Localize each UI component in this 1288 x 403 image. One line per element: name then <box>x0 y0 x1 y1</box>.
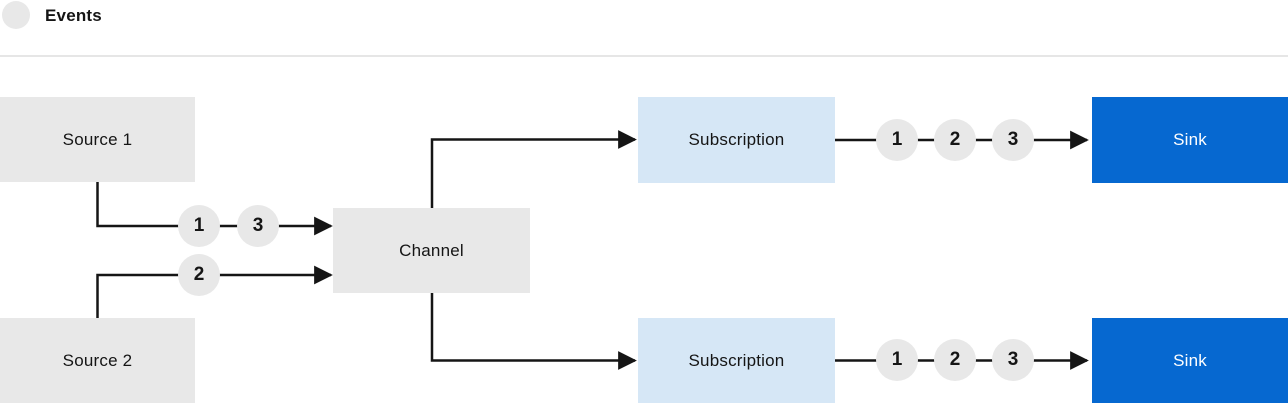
event-circle-sub-top-2: 2 <box>934 119 976 161</box>
node-source-2: Source 2 <box>0 318 195 403</box>
node-sink-top: Sink <box>1092 97 1288 183</box>
event-circle-source1-1: 1 <box>178 205 220 247</box>
connector-channel-to-subscription-top <box>430 130 637 208</box>
event-circle-source2-2: 2 <box>178 254 220 296</box>
connector-channel-to-subscription-bottom <box>430 293 637 370</box>
node-source-1: Source 1 <box>0 97 195 182</box>
node-channel: Channel <box>333 208 530 293</box>
legend-divider <box>0 55 1288 57</box>
connector-source2-to-channel <box>96 265 333 318</box>
node-sink-bottom: Sink <box>1092 318 1288 403</box>
event-circle-source1-3: 3 <box>237 205 279 247</box>
event-circle-sub-top-1: 1 <box>876 119 918 161</box>
event-circle-sub-bottom-3: 3 <box>992 339 1034 381</box>
node-subscription-top: Subscription <box>638 97 835 183</box>
events-legend-label: Events <box>45 5 102 25</box>
event-circle-sub-bottom-1: 1 <box>876 339 918 381</box>
event-circle-sub-top-3: 3 <box>992 119 1034 161</box>
events-legend-circle-icon <box>2 1 30 29</box>
node-subscription-bottom: Subscription <box>638 318 835 403</box>
event-circle-sub-bottom-2: 2 <box>934 339 976 381</box>
